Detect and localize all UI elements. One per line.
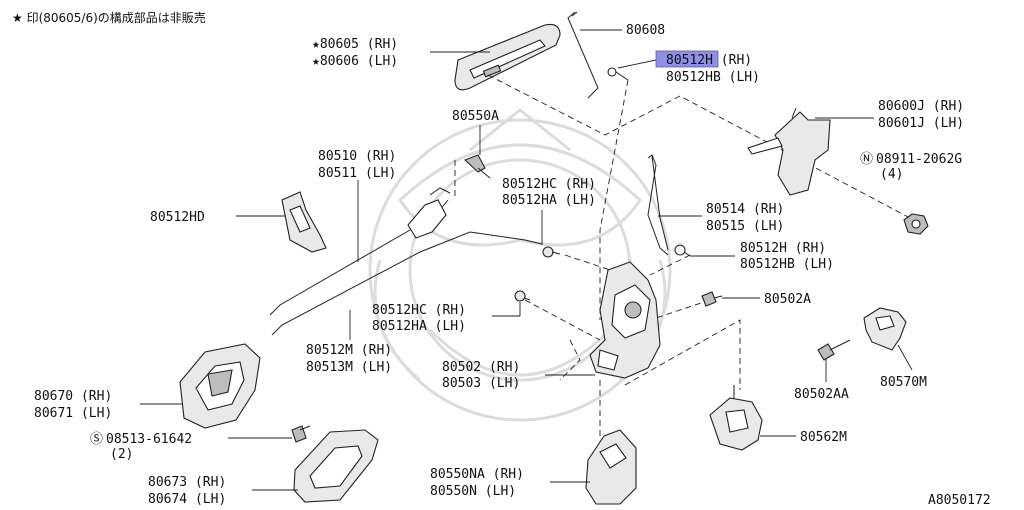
lock-actuator-part[interactable] — [585, 429, 637, 505]
rod-clip-top-part[interactable] — [607, 67, 629, 81]
rod-clip-mid-part[interactable] — [674, 244, 691, 257]
clip-80512hc-top-part[interactable] — [542, 246, 561, 258]
label-80514: 80514 (RH) — [706, 202, 784, 217]
label-80512m: 80512M (RH) — [306, 343, 392, 358]
label-08513: 08513-61642 — [106, 432, 192, 447]
clip-80512hd-part[interactable] — [281, 191, 327, 253]
screw-80502a-part[interactable] — [701, 291, 723, 307]
label-80512hb-top: 80512HB (LH) — [666, 70, 760, 85]
inside-handle-rod-part[interactable] — [269, 187, 543, 336]
sale-note: ★ 印(80605/6)の構成部品は非販売 — [12, 10, 206, 25]
key-rod-part[interactable] — [567, 11, 599, 99]
rod-80514-part[interactable] — [647, 154, 669, 256]
label-80570m: 80570M — [880, 375, 927, 390]
label-80670: 80670 (RH) — [34, 389, 112, 404]
watermark-emblem — [368, 108, 672, 422]
label-80512ha-top: 80512HA (LH) — [502, 193, 596, 208]
label-80608: 80608 — [626, 23, 665, 38]
door-lock-part[interactable] — [589, 261, 661, 379]
label-80512hc-top: 80512HC (RH) — [502, 177, 596, 192]
outside-handle-part[interactable] — [454, 23, 561, 91]
bolt-80550a-part[interactable] — [463, 154, 491, 179]
label-08911: 08911-2062G — [876, 152, 962, 167]
lock-bracket-part[interactable] — [747, 107, 831, 196]
label-80511: 80511 (LH) — [318, 166, 396, 181]
label-80673: 80673 (RH) — [148, 475, 226, 490]
label-80671: 80671 (LH) — [34, 406, 112, 421]
label-80512h-mid: 80512H (RH) — [740, 241, 826, 256]
screw-08513-part[interactable] — [291, 425, 311, 443]
highlight-box — [655, 50, 719, 68]
label-80502: 80502 (RH) — [442, 360, 520, 375]
label-80513m: 80513M (LH) — [306, 360, 392, 375]
label-80674: 80674 (LH) — [148, 492, 226, 507]
label-08513-qty: (2) — [110, 447, 133, 462]
label-08911-qty: (4) — [880, 167, 903, 182]
label-80605: ★80605 (RH) — [312, 37, 398, 52]
label-80502aa: 80502AA — [794, 387, 849, 402]
label-80550a: 80550A — [452, 109, 499, 124]
label-80515: 80515 (LH) — [706, 219, 784, 234]
label-s-symbol: Ⓢ — [90, 432, 103, 447]
diagram-code: A8050172 — [928, 493, 991, 508]
label-80512h-top: 80512H (RH) — [666, 53, 752, 68]
nut-part[interactable] — [903, 213, 929, 235]
label-80600j: 80600J (RH) — [878, 99, 964, 114]
label-80606: ★80606 (LH) — [312, 54, 398, 69]
inside-handle-part[interactable] — [179, 343, 261, 429]
striker-part[interactable] — [863, 307, 907, 351]
label-80512ha-bot: 80512HA (LH) — [372, 319, 466, 334]
label-80512hd: 80512HD — [150, 210, 205, 225]
label-80503: 80503 (LH) — [442, 376, 520, 391]
label-n-symbol: Ⓝ — [860, 152, 873, 167]
screw-80502aa-part[interactable] — [817, 339, 851, 361]
label-80512hc-bot: 80512HC (RH) — [372, 303, 466, 318]
label-80550na: 80550NA (RH) — [430, 467, 524, 482]
label-80510: 80510 (RH) — [318, 149, 396, 164]
label-80601j: 80601J (LH) — [878, 116, 964, 131]
label-80550n: 80550N (LH) — [430, 484, 516, 499]
label-80512hb-mid: 80512HB (LH) — [740, 257, 834, 272]
label-80562m: 80562M — [800, 430, 847, 445]
label-80502a: 80502A — [764, 292, 811, 307]
escutcheon-part[interactable] — [293, 429, 379, 503]
actuator-part[interactable] — [709, 385, 763, 451]
clip-80512hc-bot-part[interactable] — [514, 290, 531, 302]
